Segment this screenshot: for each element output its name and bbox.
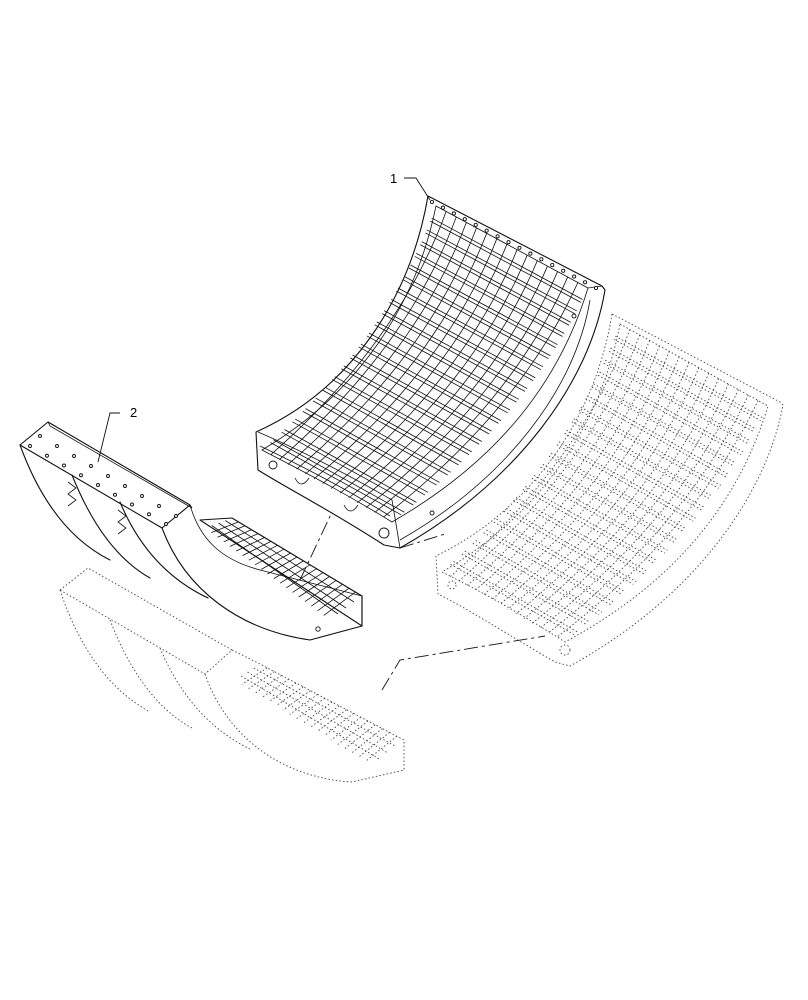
centerline-part-2 <box>299 511 333 581</box>
callout-2-label: 2 <box>130 405 137 420</box>
grate-part-2-phantom <box>59 567 405 783</box>
grate-part-1 <box>255 195 606 549</box>
callout-2: 2 <box>97 405 137 463</box>
callout-1-label: 1 <box>390 171 397 186</box>
grate-part-2 <box>19 421 363 641</box>
centerline-part-2-phantom <box>381 635 546 691</box>
grate-part-1-phantom <box>435 313 784 667</box>
centerline-part-1 <box>399 533 446 549</box>
callout-1: 1 <box>390 171 431 201</box>
